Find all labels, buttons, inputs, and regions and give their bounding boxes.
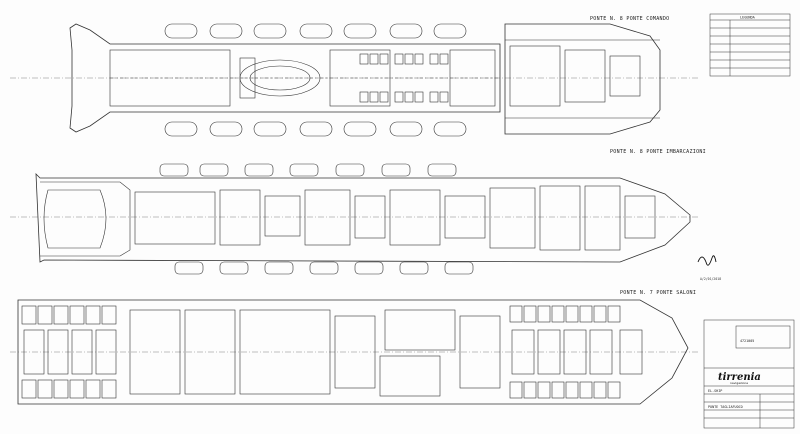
deck-1-title: PONTE N. 8 PONTE COMANDO [590,16,669,22]
deck-1-plan [10,23,700,137]
deck-2-plan [10,163,700,275]
deck-1-cabins [359,53,449,103]
ship-name: EL-SHIP [708,389,722,393]
legend-title: LEGENDA [740,16,756,20]
deck-3-hull [17,299,689,405]
deck-2-hull [35,172,691,263]
deck-2-rooms [219,185,656,251]
drawing-number: 4721005 [740,339,754,343]
deck-3-aft-cabins [21,305,117,399]
legend-box [709,13,791,77]
deck-3-fwd-cabins [509,305,643,399]
title-block [703,319,795,429]
deck-1-forward-bridge [504,23,661,135]
deck-2-top-boats [159,163,457,177]
signature-number: A/2/01/2018 [700,277,721,281]
deck-3-plan [10,299,700,405]
brand-logo-text: tirrenia [718,372,761,383]
deck-2-title: PONTE N. 8 PONTE IMBARCAZIONI [610,149,706,155]
signature-stamp [697,255,717,266]
deck-1-hull [69,23,501,133]
lifeboats-top-row [164,23,467,39]
brand-subtitle: navigazione [730,381,748,385]
deck-2-bottom-boats [174,261,474,275]
deck-3-title: PONTE N. 7 PONTE SALONI [620,290,696,296]
lifeboats-bottom-row [164,121,467,137]
deck-label: PONTE TAGLIAFUOCO [708,405,743,409]
